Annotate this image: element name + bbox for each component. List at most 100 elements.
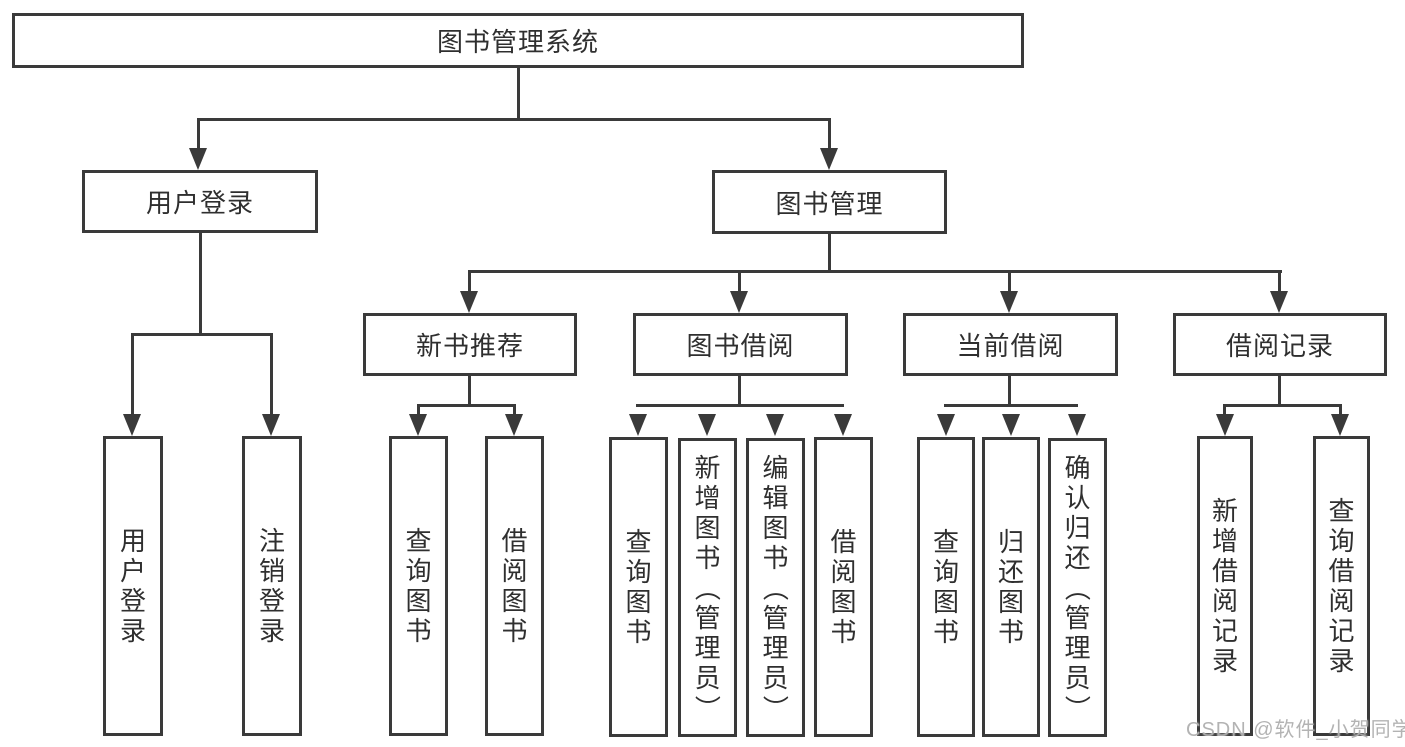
vertical-char: 归 [1064,512,1091,543]
node-borrowing-records: 借阅记录 [1173,313,1387,376]
connector-line [1278,376,1281,407]
connector-line [1008,376,1011,407]
vertical-char: 辑 [762,482,789,513]
vertical-char: 阅 [1211,586,1238,616]
vertical-char: （ [760,574,791,601]
arrowhead-down-icon [1000,291,1018,313]
arrowhead-down-icon [1270,291,1288,313]
vertical-char: 登 [119,586,146,616]
vertical-char: 书 [830,617,857,647]
vertical-char: 确 [1064,452,1091,483]
vertical-char: ） [760,694,791,721]
arrowhead-down-icon [1002,414,1020,436]
connector-line [828,118,831,150]
vertical-char: 录 [258,616,285,646]
connector-line [468,270,471,292]
vertical-char: 管 [1064,602,1091,633]
vertical-char: 阅 [501,556,528,586]
vertical-char: 书 [501,616,528,646]
vertical-char: （ [1062,574,1093,601]
vertical-char: 图 [501,586,528,616]
vertical-char: 图 [997,587,1024,617]
node-label: 图书管理系统 [436,27,599,57]
node-library-management-system: 图书管理系统 [12,13,1024,68]
vertical-char: 询 [1328,526,1355,556]
vertical-char: 书 [694,542,721,573]
connector-line [1223,404,1342,407]
vertical-char: 销 [258,556,285,586]
vertical-char: 书 [405,616,432,646]
connector-line [131,333,134,414]
connector-line [517,68,520,120]
node-query-books-current: 查询图书 [917,437,975,737]
node-edit-books-admin: 编辑图书（管理员） [746,438,805,737]
vertical-char: 图 [405,586,432,616]
connector-line [944,404,1078,407]
arrowhead-down-icon [820,148,838,170]
vertical-char: 借 [830,527,857,557]
vertical-char: 书 [932,617,959,647]
node-add-borrow-record: 新增借阅记录 [1197,436,1253,736]
vertical-char: 借 [1328,556,1355,586]
vertical-char: 借 [501,526,528,556]
vertical-char: 增 [694,482,721,513]
connector-line [1223,404,1226,415]
arrowhead-down-icon [1216,414,1234,436]
vertical-char: 阅 [1328,586,1355,616]
arrowhead-down-icon [189,148,207,170]
vertical-char: ） [692,694,723,721]
vertical-char: 图 [932,587,959,617]
csdn-watermark: CSDN @软件_小贺同学 [1186,719,1405,741]
vertical-char: 认 [1064,482,1091,513]
connector-line [468,376,471,407]
connector-line [468,270,1282,273]
connector-line [270,333,273,414]
node-label: 当前借阅 [956,331,1065,361]
connector-line [513,404,516,415]
vertical-char: 用 [119,526,146,556]
node-label: 借阅记录 [1225,331,1334,361]
vertical-char: 员 [762,662,789,693]
node-add-books-admin: 新增图书（管理员） [678,438,737,737]
arrowhead-down-icon [1068,414,1086,436]
connector-line [738,270,741,292]
node-label: 用户登录 [145,188,254,218]
vertical-char: 录 [1211,646,1238,676]
node-current-borrowing: 当前借阅 [903,313,1118,376]
node-new-book-recommend: 新书推荐 [363,313,577,376]
connector-line [197,118,831,121]
arrowhead-down-icon [698,414,716,436]
node-borrow-books-recommend: 借阅图书 [485,436,544,736]
arrowhead-down-icon [460,291,478,313]
arrowhead-down-icon [505,414,523,436]
node-label: 图书管理 [775,188,884,219]
connector-line [199,233,202,336]
vertical-char: 询 [405,556,432,586]
vertical-char: ） [1062,694,1093,721]
connector-line [417,404,516,407]
vertical-char: 记 [1211,616,1238,646]
vertical-char: 还 [1064,542,1091,573]
vertical-char: 员 [1064,662,1091,693]
vertical-char: 注 [258,526,285,556]
vertical-char: 理 [694,632,721,663]
vertical-char: 新 [1211,496,1238,526]
vertical-char: 管 [694,602,721,633]
vertical-char: 图 [830,587,857,617]
arrowhead-down-icon [629,414,647,436]
vertical-char: 录 [1328,646,1355,676]
arrowhead-down-icon [409,414,427,436]
vertical-char: 询 [932,557,959,587]
node-book-borrowing: 图书借阅 [633,313,848,376]
vertical-char: 户 [119,556,146,586]
vertical-char: 增 [1211,526,1238,556]
vertical-char: 查 [625,527,652,557]
vertical-char: 图 [625,587,652,617]
vertical-char: 登 [258,586,285,616]
vertical-char: 记 [1328,616,1355,646]
vertical-char: 书 [625,617,652,647]
node-label: 新书推荐 [415,331,524,361]
arrowhead-down-icon [262,414,280,436]
connector-line [636,404,844,407]
